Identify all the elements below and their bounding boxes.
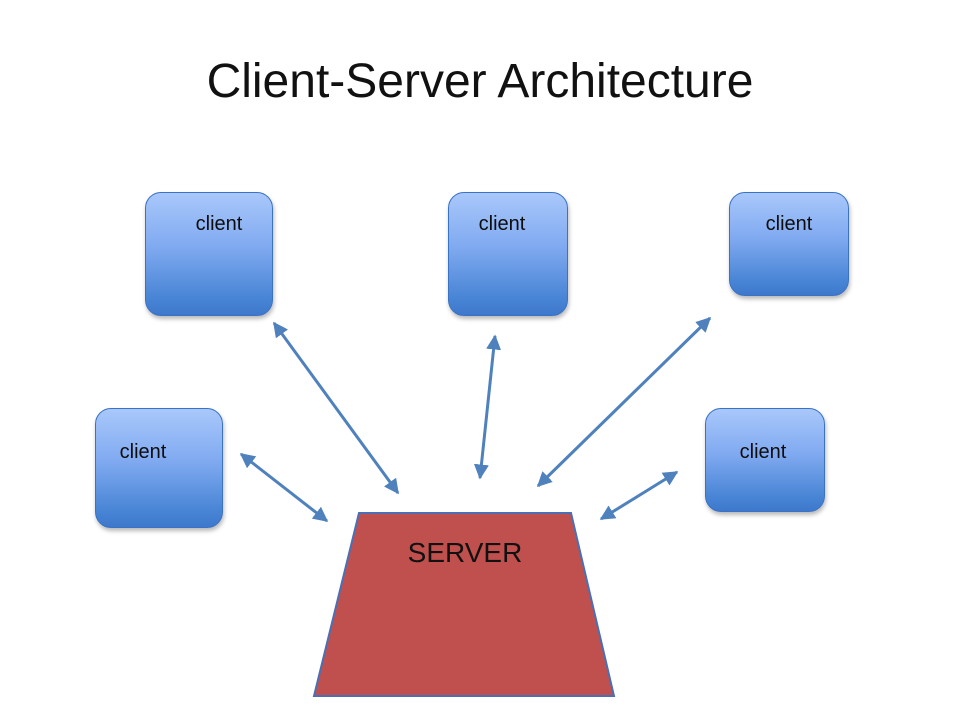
client-label: client bbox=[195, 213, 243, 235]
client-node-top-right: client bbox=[729, 192, 849, 296]
client-label: client bbox=[478, 213, 526, 235]
client-label: client bbox=[119, 441, 167, 463]
connector-arrow-client-3 bbox=[536, 316, 712, 488]
client-node-middle-left: client bbox=[95, 408, 223, 528]
diagram-title: Client-Server Architecture bbox=[206, 55, 754, 108]
client-node-top-left: client bbox=[145, 192, 273, 316]
connector-arrow-client-4 bbox=[239, 452, 329, 523]
connector-arrow-client-2 bbox=[473, 334, 502, 480]
server-label: SERVER bbox=[407, 537, 523, 568]
connector-arrow-client-5 bbox=[599, 470, 679, 521]
client-node-top-center: client bbox=[448, 192, 568, 316]
client-label: client bbox=[739, 441, 787, 463]
client-label: client bbox=[765, 213, 813, 235]
server-shape bbox=[312, 512, 616, 697]
client-node-middle-right: client bbox=[705, 408, 825, 512]
connector-arrow-client-1 bbox=[272, 321, 400, 495]
